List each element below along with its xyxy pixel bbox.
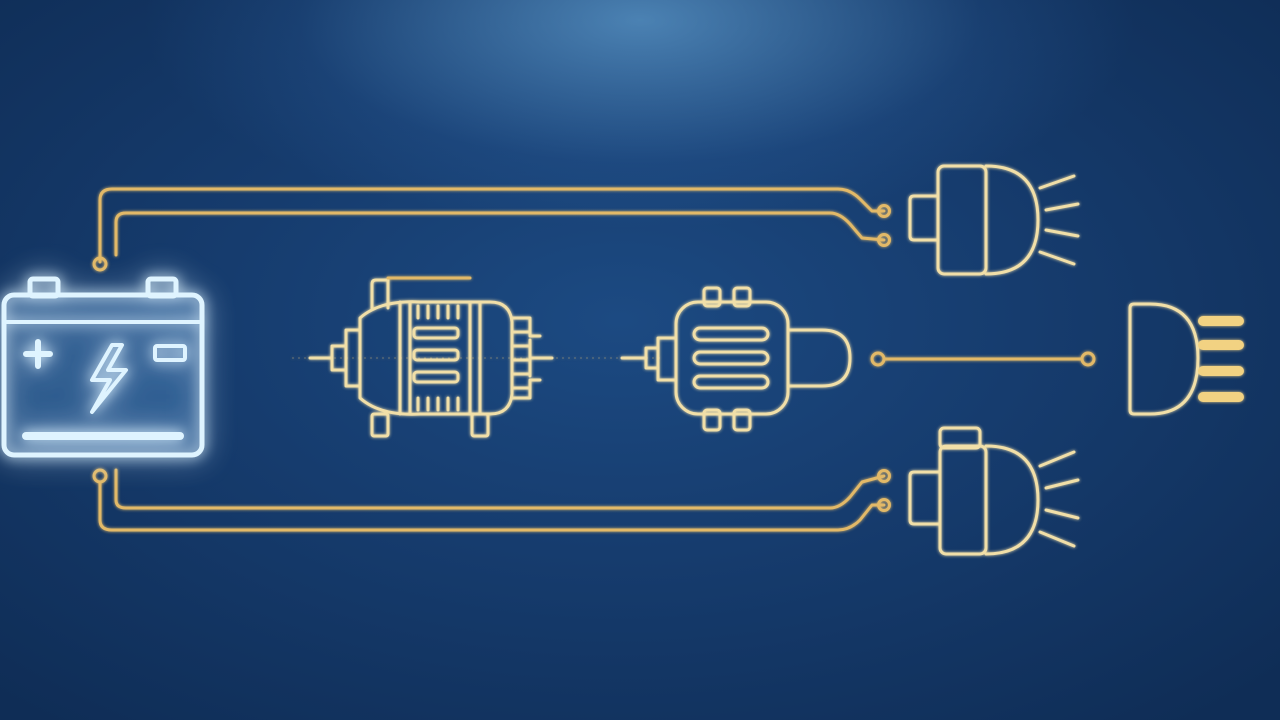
lightning-bolt (90, 343, 128, 414)
alternator-rear-ribs (512, 330, 530, 390)
terminal-battery-top (92, 256, 108, 272)
terminal-headlight-top-1 (877, 204, 891, 218)
starter-slot-3 (692, 374, 770, 390)
alternator-slots-top (416, 304, 460, 320)
wires (92, 187, 1096, 532)
alternator-window-1 (412, 326, 460, 340)
starter-body (674, 300, 790, 416)
starter-slot-1 (692, 326, 770, 342)
headlight-top-plug (908, 194, 940, 242)
headlight-top-rays (1038, 174, 1080, 266)
wire-bottom-outer (98, 480, 886, 532)
starter-lug-bottom-left (702, 408, 722, 432)
starter-nose (644, 336, 678, 382)
alternator-icon (308, 276, 554, 438)
terminal-middle-left (870, 351, 886, 367)
starter-end-cap (786, 328, 852, 388)
plus-sign (23, 339, 53, 369)
headlight-top-socket (936, 164, 988, 276)
terminal-headlight-bottom-1 (877, 469, 891, 483)
starter-lug-top-right (732, 286, 752, 308)
minus-sign (153, 344, 187, 362)
headlight-top-icon (908, 164, 1080, 276)
headlight-bottom-icon (908, 426, 1080, 556)
starter-lug-bottom-right (732, 408, 752, 432)
headlight-bottom-plug (908, 470, 942, 526)
battery-terminal-left (27, 276, 61, 299)
battery-icon (1, 276, 205, 458)
terminal-battery-bottom (92, 468, 108, 484)
starter-slot-2 (692, 350, 770, 366)
wire-bottom-inner (114, 468, 886, 510)
starter-motor-icon (620, 286, 852, 432)
wire-top-inner (114, 211, 886, 257)
alternator-foot-left (370, 412, 390, 438)
headlight-bottom-rays (1038, 450, 1080, 548)
headlight-bottom-socket (938, 444, 988, 556)
alternator-window-3 (412, 370, 460, 384)
alternator-window-2 (412, 348, 460, 362)
low-beam-bar-2 (1198, 340, 1244, 350)
low-beam-dome (1128, 302, 1200, 416)
terminal-headlight-top-2 (877, 233, 891, 247)
headlight-bottom-tab (938, 426, 982, 450)
battery-base-bar (22, 432, 184, 440)
low-beam-bar-4 (1198, 392, 1244, 402)
alternator-fins (398, 300, 482, 416)
battery-terminal-right (145, 276, 179, 299)
alternator-slots-bottom (416, 396, 460, 412)
low-beam-headlight-icon (1128, 302, 1244, 416)
terminal-headlight-bottom-2 (877, 498, 891, 512)
headlight-top-lens (984, 164, 1040, 276)
wire-top-outer (98, 187, 886, 264)
battery-body (1, 292, 205, 458)
starter-lug-top-left (702, 286, 722, 308)
headlight-bottom-lens (984, 444, 1040, 556)
low-beam-bar-3 (1198, 366, 1244, 376)
alternator-top-bracket (370, 278, 390, 310)
alternator-foot-right (470, 412, 490, 438)
low-beam-bar-1 (1198, 316, 1244, 326)
terminal-middle-right (1080, 351, 1096, 367)
